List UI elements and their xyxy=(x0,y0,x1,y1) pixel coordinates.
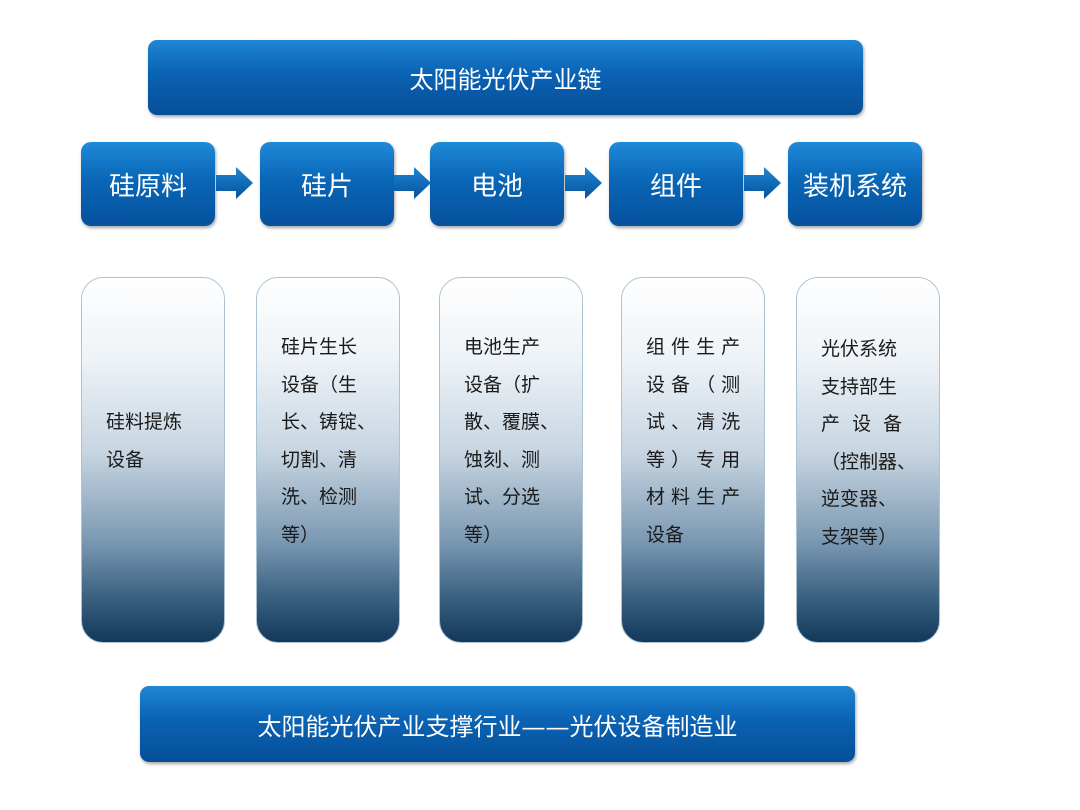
equipment-text: 组 件 生 产 设 备 （ 测 试 、 清 洗 等 ） 专 用 材 料 生 产 … xyxy=(646,336,741,546)
stage-label: 装机系统 xyxy=(802,171,907,202)
arrow-right-icon xyxy=(744,167,781,199)
equipment-card-wafer: 硅片生长 设备（生 长、铸锭、 切割、清 洗、检测 等） xyxy=(256,277,400,643)
stage-label: 电池 xyxy=(470,171,523,202)
chain-title: 太阳能光伏产业链 xyxy=(409,66,602,94)
supporting-industry-bar: 太阳能光伏产业支撑行业——光伏设备制造业 xyxy=(140,686,855,762)
equipment-card-module: 组 件 生 产 设 备 （ 测 试 、 清 洗 等 ） 专 用 材 料 生 产 … xyxy=(621,277,765,643)
chain-title-bar: 太阳能光伏产业链 xyxy=(148,40,863,115)
arrow-right-icon xyxy=(216,167,253,199)
stage-silicon-material: 硅原料 xyxy=(81,142,215,226)
stage-label: 硅片 xyxy=(300,171,353,202)
stage-module: 组件 xyxy=(609,142,743,226)
equipment-card-system: 光伏系统 支持部生 产 设 备 （控制器、 逆变器、 支架等） xyxy=(796,277,940,643)
arrow-right-icon xyxy=(565,167,602,199)
stage-label: 硅原料 xyxy=(108,171,187,202)
stage-cell: 电池 xyxy=(430,142,564,226)
stage-wafer: 硅片 xyxy=(260,142,394,226)
equipment-text: 光伏系统 支持部生 产 设 备 （控制器、 逆变器、 支架等） xyxy=(821,338,917,548)
supporting-industry-label: 太阳能光伏产业支撑行业——光伏设备制造业 xyxy=(257,712,738,741)
equipment-card-silicon: 硅料提炼 设备 xyxy=(81,277,225,643)
equipment-text: 硅片生长 设备（生 长、铸锭、 切割、清 洗、检测 等） xyxy=(281,336,377,546)
stage-installed-system: 装机系统 xyxy=(788,142,922,226)
equipment-text: 硅料提炼 设备 xyxy=(106,411,183,471)
equipment-card-cell: 电池生产 设备（扩 散、覆膜、 蚀刻、测 试、分选 等） xyxy=(439,277,583,643)
arrow-right-icon xyxy=(394,167,431,199)
equipment-text: 电池生产 设备（扩 散、覆膜、 蚀刻、测 试、分选 等） xyxy=(464,336,560,546)
stage-label: 组件 xyxy=(649,171,702,202)
